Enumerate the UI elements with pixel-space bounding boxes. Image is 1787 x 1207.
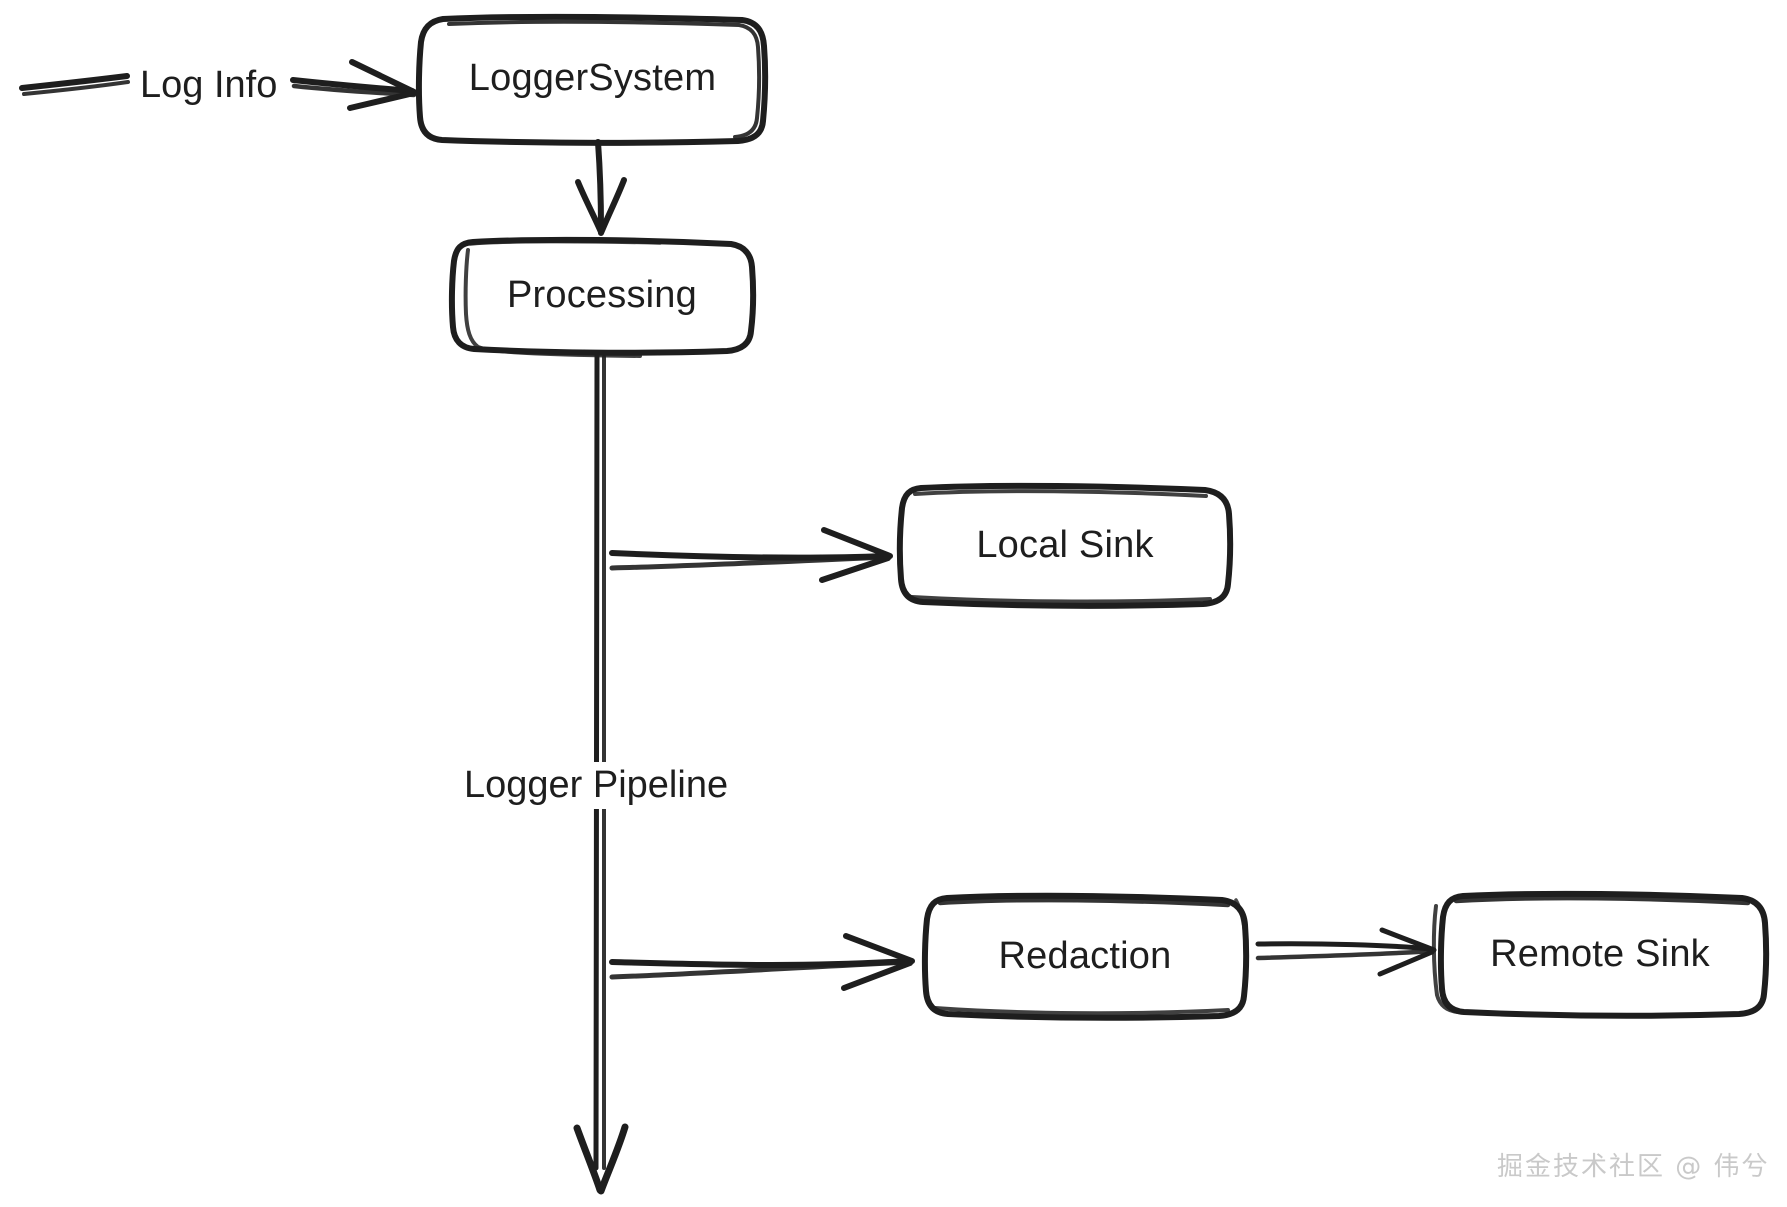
edge-logger-to-processing: [575, 139, 627, 236]
node-shape-local-sink: [896, 482, 1234, 609]
edge-log-info-arrow: [290, 59, 417, 111]
node-shape-logger-system: [415, 13, 769, 146]
edge-log-info-stub: [19, 73, 130, 96]
edge-pipeline-trunk: [573, 352, 629, 1195]
edge-label-log-info: Log Info: [134, 62, 284, 109]
edge-label-logger-pipeline: Logger Pipeline: [458, 762, 735, 809]
node-shape-remote-sink: [1431, 890, 1770, 1019]
watermark-text: 掘金技术社区 @ 伟兮: [1497, 1152, 1770, 1182]
edge-trunk-to-redaction: [609, 933, 915, 991]
node-shape-processing: [448, 236, 757, 358]
node-shape-redaction: [921, 892, 1250, 1021]
edge-trunk-to-local-sink: [609, 527, 893, 583]
edge-redaction-to-remote-sink: [1255, 927, 1437, 977]
